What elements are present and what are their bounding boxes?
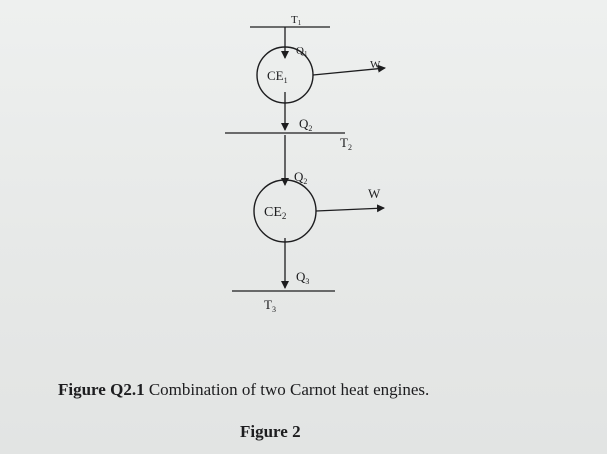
t3-label: T3 bbox=[264, 297, 276, 314]
q3-label: Q3 bbox=[296, 269, 309, 286]
figure-number: Figure 2 bbox=[240, 422, 301, 441]
q2a-label: Q2 bbox=[299, 116, 312, 133]
figure-caption: Figure Q2.1 Combination of two Carnot he… bbox=[58, 380, 558, 400]
ce2-label: CE2 bbox=[264, 205, 286, 221]
q2b-label: Q2 bbox=[294, 169, 307, 186]
t1-label: T1 bbox=[291, 14, 302, 27]
q1-label: Q1 bbox=[296, 45, 308, 58]
work-w2-arrow bbox=[315, 204, 385, 213]
work-w1-arrow bbox=[312, 64, 386, 76]
caption-text: Combination of two Carnot heat engines. bbox=[144, 380, 430, 399]
w2-label: W bbox=[368, 186, 381, 201]
caption-label: Figure Q2.1 bbox=[58, 380, 145, 399]
t2-label: T2 bbox=[340, 135, 352, 152]
w1-label: W bbox=[370, 59, 381, 71]
ce1-label: CE1 bbox=[267, 68, 288, 85]
